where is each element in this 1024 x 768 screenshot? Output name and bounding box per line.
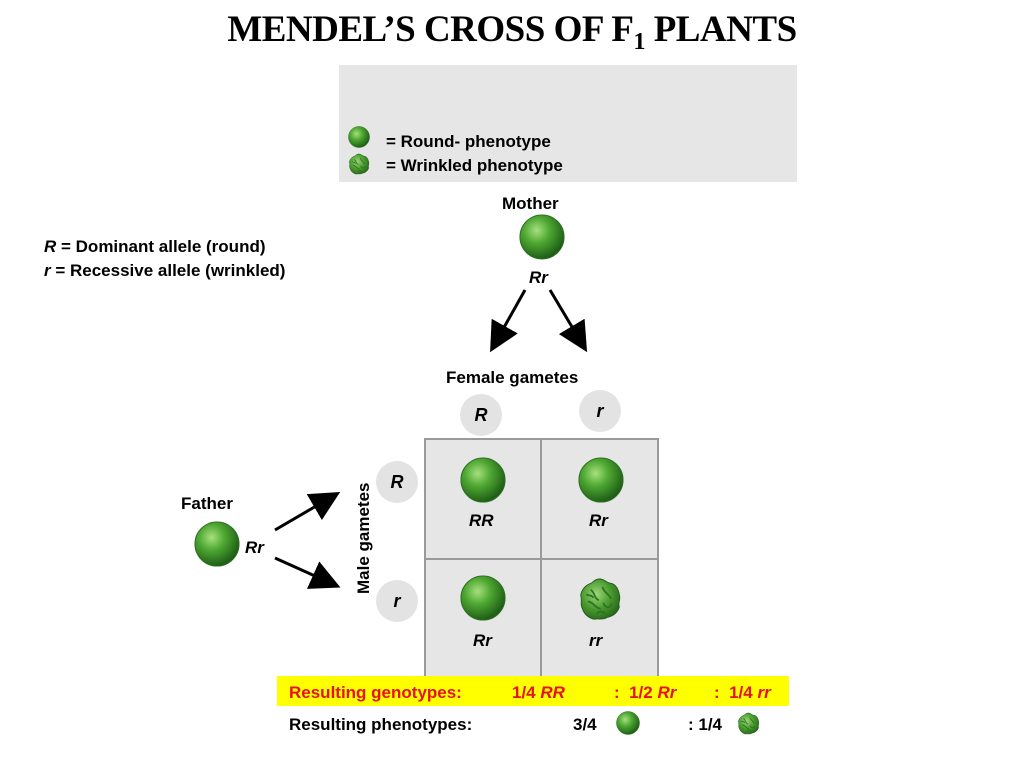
cell-genotype: RR <box>469 511 494 530</box>
father-pea-icon <box>194 521 240 567</box>
phenotype-ratio-round: 3/4 <box>573 715 597 734</box>
genotype-ratio-Rr: : 1/2 Rr <box>614 683 677 702</box>
grid-line <box>424 438 426 679</box>
recessive-allele-definition: r = Recessive allele (wrinkled) <box>44 261 286 280</box>
legend-wrinkled-label: = Wrinkled phenotype <box>386 156 563 175</box>
resulting-phenotypes-label: Resulting phenotypes: <box>289 715 473 734</box>
mother-right-arrow <box>548 289 588 353</box>
cell-genotype: Rr <box>589 511 608 530</box>
father-upper-arrow <box>274 491 341 532</box>
female-gamete-r: r <box>579 390 621 432</box>
legend-round-label: = Round- phenotype <box>386 132 551 151</box>
father-genotype: Rr <box>245 538 264 557</box>
father-lower-arrow <box>274 556 341 589</box>
mother-genotype: Rr <box>529 268 548 287</box>
mother-label: Mother <box>502 194 559 213</box>
phenotype-ratio-wrinkled: : 1/4 <box>688 715 723 734</box>
grid-line <box>657 438 659 679</box>
male-gamete-R: R <box>376 461 418 503</box>
cell-Rr-round-pea-icon <box>460 575 506 621</box>
cell-rr-wrinkled-pea-icon <box>579 577 621 621</box>
father-label: Father <box>181 494 233 513</box>
male-gamete-r: r <box>376 580 418 622</box>
dominant-allele-definition: R = Dominant allele (round) <box>44 237 266 256</box>
cell-Rr-round-pea-icon <box>578 457 624 503</box>
cell-genotype: Rr <box>473 631 492 650</box>
resulting-genotypes-bar <box>277 676 789 706</box>
cell-genotype: rr <box>589 631 603 650</box>
page-title: MENDEL’S CROSS OF F1 PLANTS <box>227 9 797 55</box>
genotype-ratio-rr: : 1/4 rr <box>714 683 771 702</box>
legend-panel <box>339 65 797 182</box>
female-gametes-label: Female gametes <box>446 368 579 387</box>
mother-left-arrow <box>490 289 527 353</box>
genotype-ratio-RR: 1/4 RR <box>512 683 565 702</box>
cell-RR-round-pea-icon <box>460 457 506 503</box>
male-gametes-label: Male gametes <box>354 482 373 595</box>
round-pea-result-icon <box>616 711 640 735</box>
grid-line <box>540 438 542 679</box>
resulting-genotypes-label: Resulting genotypes: <box>289 683 462 702</box>
female-gamete-R: R <box>460 394 502 436</box>
wrinkled-pea-result-icon <box>737 712 760 735</box>
